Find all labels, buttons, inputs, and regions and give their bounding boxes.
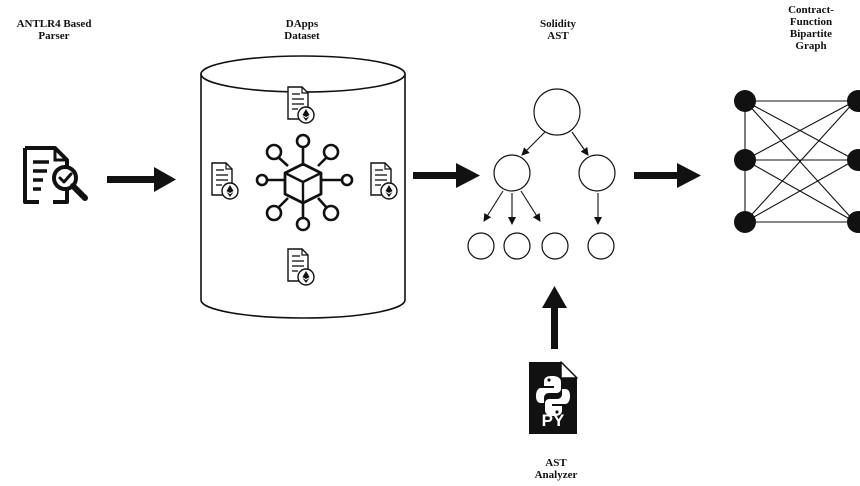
ast-leaf-node <box>467 232 495 260</box>
arrow-ast-to-graph <box>634 163 701 188</box>
dataset-label: DApps Dataset <box>284 18 320 42</box>
arrow-analyzer-to-ast <box>542 286 567 349</box>
ast-node <box>493 154 531 192</box>
arrow-dataset-to-ast <box>413 163 480 188</box>
graph-node <box>847 149 860 171</box>
ast-label: Solidity AST <box>539 18 577 42</box>
graph-node <box>734 149 756 171</box>
ast-root-node <box>533 88 581 136</box>
blockchain-network-icon <box>255 133 354 232</box>
ast-node <box>578 154 616 192</box>
parser-label: ANTLR4 Based Parser <box>16 18 92 42</box>
graph-node <box>734 211 756 233</box>
graph-node <box>847 211 860 233</box>
ast-leaf-node <box>587 232 615 260</box>
python-file-badge: PY <box>542 411 565 430</box>
graph-node <box>847 90 860 112</box>
ast-leaf-node <box>503 232 531 260</box>
graph-label: Contract- Function Bipartite Graph <box>788 4 834 52</box>
graph-node <box>734 90 756 112</box>
bipartite-graph <box>744 100 856 223</box>
ast-tree <box>483 131 602 225</box>
python-file-icon: PY <box>529 361 578 434</box>
ast-leaf-node <box>541 232 569 260</box>
analyzer-label: AST Analyzer <box>534 457 578 481</box>
arrow-parser-to-dataset <box>107 167 176 192</box>
document-search-icon <box>23 146 88 204</box>
